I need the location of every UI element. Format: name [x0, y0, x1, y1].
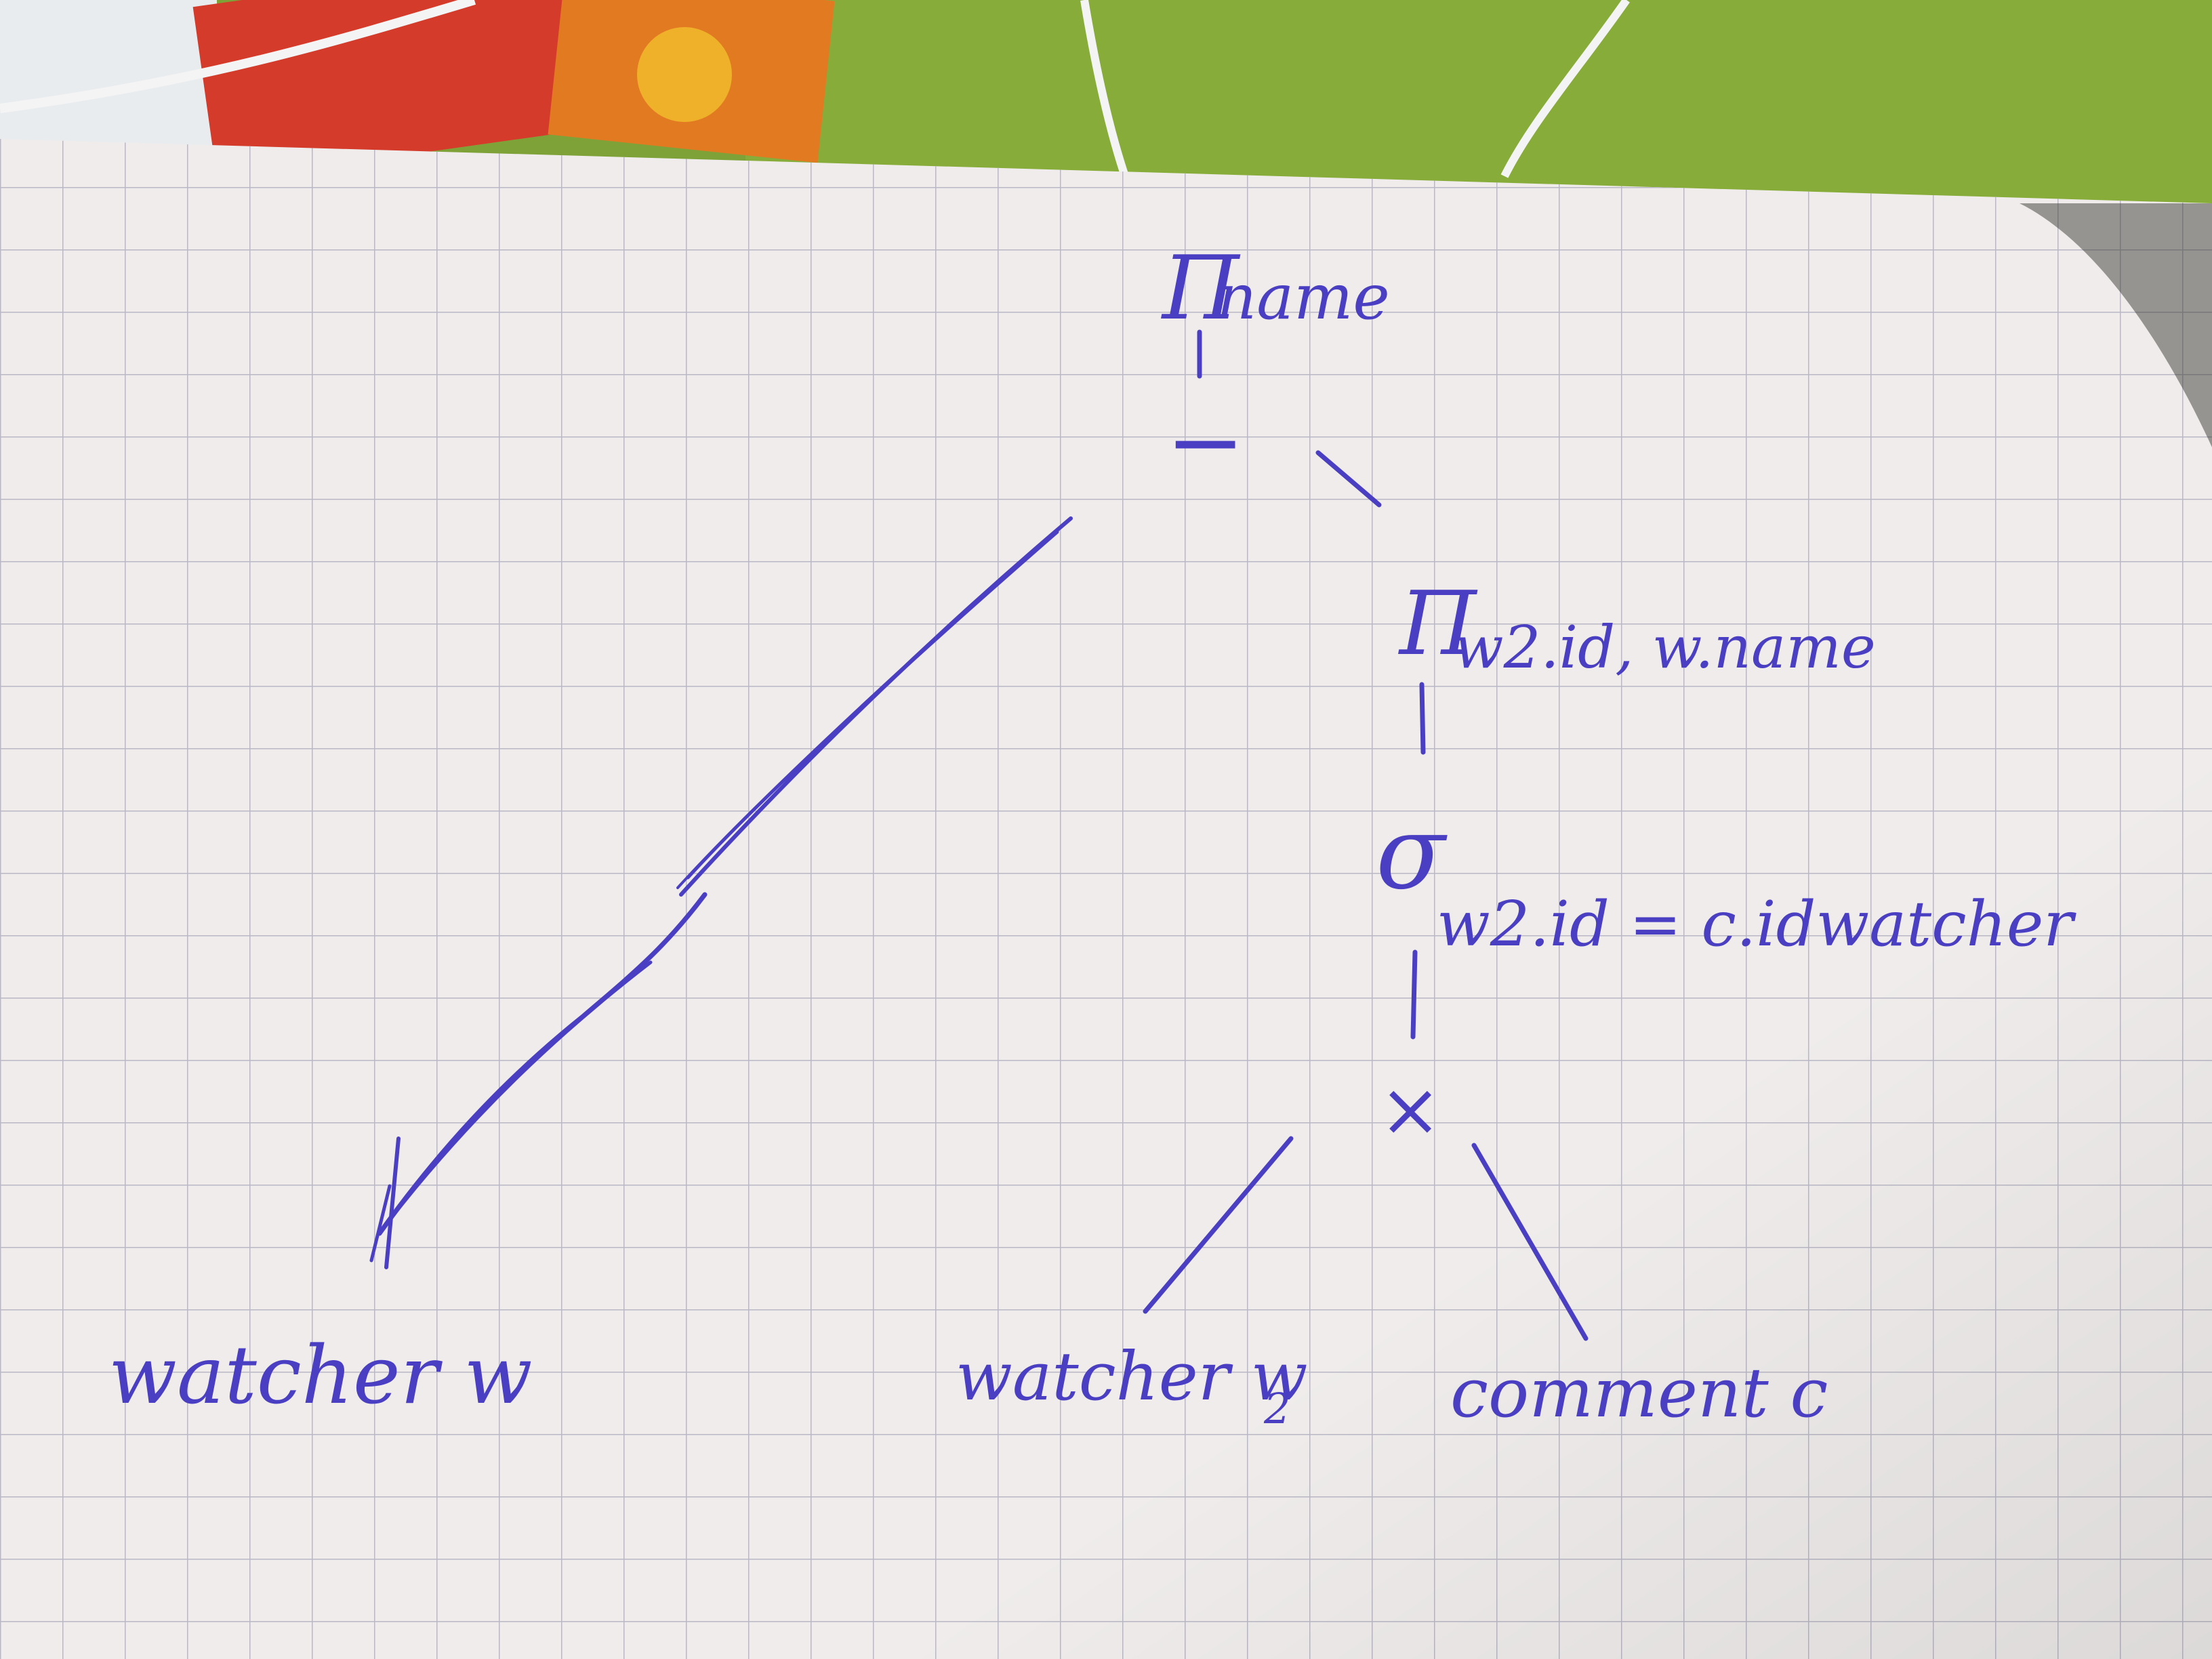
edge-projection-to-selection: [1419, 682, 1426, 755]
edge-minus-to-inner-projection: [1315, 450, 1382, 508]
cable-left: [0, 0, 476, 113]
paper-shading: [0, 139, 2212, 1659]
root-projection-attributes: name: [1216, 261, 1390, 333]
card-flower-shape: [637, 27, 732, 122]
edge-cross-to-watcher-w2: [1143, 1136, 1294, 1314]
minus-operator: −: [1166, 387, 1245, 497]
leaf-watcher-w2-subscript: 2: [1263, 1384, 1290, 1433]
selection-symbol: σ: [1376, 794, 1448, 912]
hand-shadow: [2020, 203, 2212, 447]
card-red: [192, 0, 594, 182]
leaf-watcher-w: watcher w: [108, 1328, 533, 1422]
inner-projection-symbol: Π: [1398, 572, 1478, 675]
cross-product-operator: ×: [1379, 1066, 1441, 1153]
leaf-watcher-w2: watcher w 2: [956, 1338, 1308, 1433]
selection-node: σ w2.id = c.idwatcher: [1376, 794, 2076, 960]
leaf-watcher-w2-label: watcher w: [956, 1338, 1308, 1416]
leaf-comment-c: comment c: [1450, 1353, 1828, 1433]
root-projection-symbol: Π: [1161, 237, 1241, 340]
edge-cross-to-comment-c: [1471, 1143, 1589, 1341]
selection-condition: w2.id = c.idwatcher: [1437, 888, 2076, 960]
edge-minus-to-watcher-w: [369, 516, 1073, 1269]
inner-projection-node: Π w2.id, w.name: [1398, 572, 1876, 682]
root-projection-node: Π name: [1161, 237, 1390, 340]
inner-projection-attributes: w2.id, w.name: [1454, 614, 1876, 682]
edge-selection-to-cross: [1410, 949, 1418, 1040]
cable-right: [1500, 0, 1630, 178]
cable-middle: [1080, 0, 1129, 178]
